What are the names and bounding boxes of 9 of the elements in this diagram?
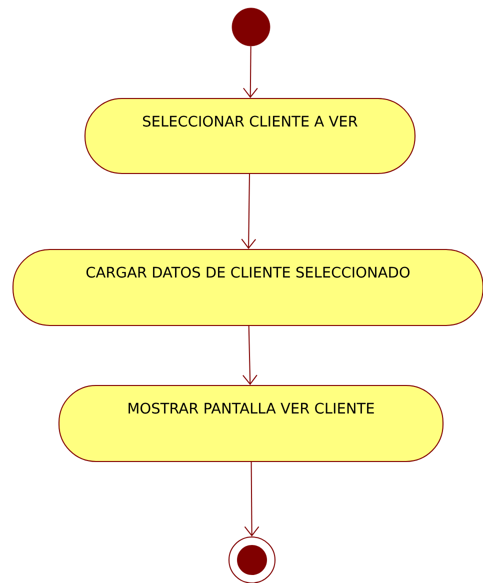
end-dot bbox=[228, 536, 276, 583]
action-box: SELECCIONAR CLIENTE A VER bbox=[84, 98, 416, 174]
action-box: MOSTRAR PANTALLA VER CLIENTE bbox=[58, 385, 444, 462]
action-box: CARGAR DATOS DE CLIENTE SELECCIONADO bbox=[12, 249, 483, 326]
arrow bbox=[244, 462, 260, 536]
arrow bbox=[242, 46, 258, 98]
arrow bbox=[241, 174, 256, 249]
arrow bbox=[242, 326, 258, 385]
start-dot bbox=[232, 8, 270, 46]
